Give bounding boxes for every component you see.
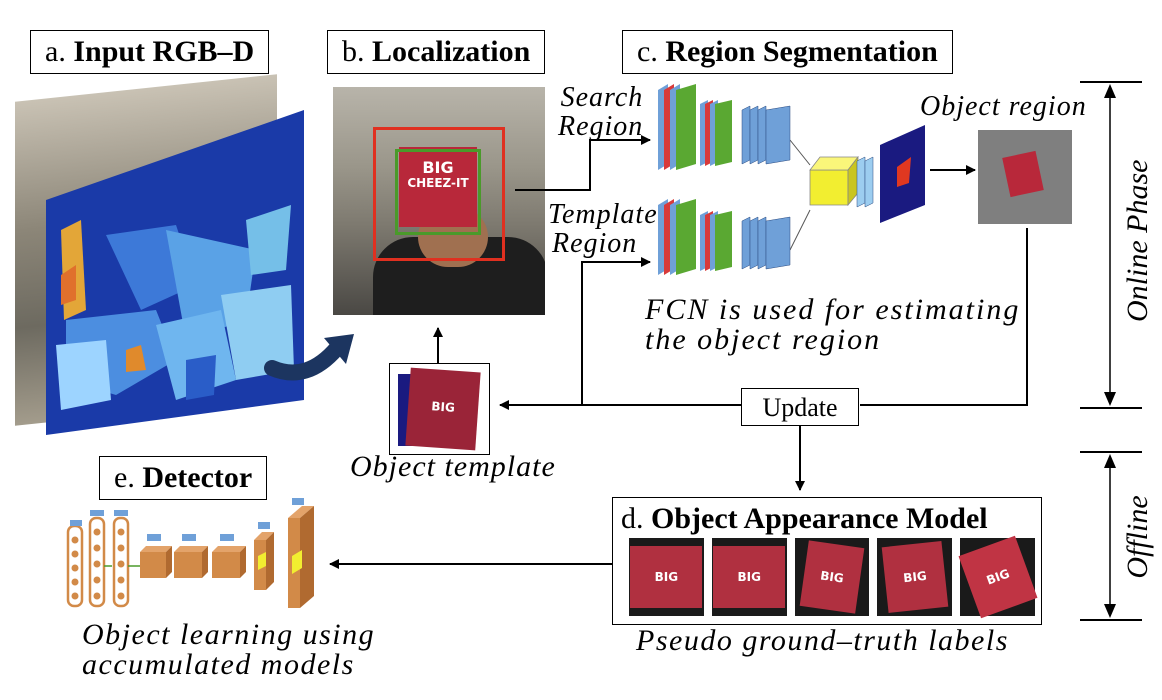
label-prefix: a. [45, 35, 66, 68]
localization-image: BIG CHEEZ-IT [333, 87, 545, 315]
fc-layer [88, 516, 106, 608]
label-prefix: c. [637, 35, 658, 68]
caption-line: accumulated models [82, 648, 355, 681]
label-title: Localization [372, 35, 531, 68]
caption-line: Region [552, 228, 638, 260]
online-phase-label: Online Phase [1121, 159, 1154, 322]
object-region-label: Object region [920, 91, 1087, 122]
fc-layer [66, 524, 84, 608]
template-region-label: Template Region [548, 200, 658, 259]
fcn-layer-group-1 [658, 84, 696, 170]
product-text: BIG [422, 158, 454, 177]
conv-block [288, 498, 314, 608]
search-bbox-red [373, 127, 505, 261]
detector-network [66, 498, 314, 608]
search-region-label: Search Region [558, 83, 643, 142]
fcn-caption: FCN is used for estimating the object re… [645, 295, 1020, 355]
product-text: BIG [654, 570, 679, 584]
label-object-appearance-model: d. Object Appearance Model [621, 502, 988, 536]
fcn-layer-group-3 [741, 216, 791, 270]
label-prefix: b. [342, 35, 365, 68]
fcn-layer-group-3 [741, 105, 791, 165]
label-prefix: d. [621, 502, 644, 535]
pseudo-label-sample: BIG [877, 538, 953, 616]
pseudo-label-sample: BIG [958, 535, 1038, 619]
caption-line: Region [558, 111, 644, 143]
cereal-box-image: BIG CHEEZ-IT [399, 147, 477, 227]
label-title: Input RGB–D [73, 35, 255, 68]
fcn-search-branch [658, 84, 791, 170]
label-detector: e. Detector [99, 456, 268, 500]
update-box: Update [741, 388, 859, 426]
product-text: BIG [902, 568, 928, 586]
object-learning-caption: Object learning using accumulated models [82, 620, 375, 680]
conv-block [212, 534, 246, 578]
conv-block [254, 522, 274, 590]
fcn-layer-group-2 [700, 100, 732, 166]
fc-layer [112, 516, 130, 608]
label-input-rgbd: a. Input RGB–D [30, 30, 270, 74]
caption-line: Object learning using [82, 618, 376, 651]
label-title: Region Segmentation [665, 35, 938, 68]
fcn-fusion-block [809, 125, 925, 223]
conv-block [140, 534, 172, 578]
product-text: BIG [819, 568, 845, 586]
appearance-model-panel: d. Object Appearance Model BIG BIG BIG B… [612, 497, 1042, 625]
pseudo-label-sample: BIG [794, 538, 870, 616]
object-template-box: BIG [389, 363, 490, 455]
target-bbox-green [395, 149, 481, 235]
caption-line: Search [560, 82, 644, 113]
product-text: BIG [430, 399, 456, 415]
product-text: CHEEZ-IT [407, 175, 469, 190]
fcn-layer-group-2 [700, 211, 732, 271]
appearance-samples: BIG BIG BIG BIG BIG [629, 535, 1038, 619]
label-localization: b. Localization [327, 30, 546, 74]
pseudo-label-sample: BIG [711, 538, 787, 616]
pseudo-label-sample: BIG [629, 538, 704, 616]
label-title: Detector [142, 461, 253, 494]
offline-phase-label: Offline [1121, 495, 1154, 579]
label-prefix: e. [114, 461, 135, 494]
product-text: BIG [737, 570, 761, 584]
label-region-segmentation: c. Region Segmentation [622, 30, 953, 74]
conv-block [174, 534, 208, 578]
fcn-template-branch [658, 199, 791, 275]
pseudo-labels-caption: Pseudo ground–truth labels [636, 624, 1009, 657]
fcn-layer-group-1 [658, 199, 696, 275]
template-thumbnail: BIG [405, 367, 481, 451]
curved-arrow-icon [264, 334, 354, 381]
depth-image-panel [46, 110, 304, 435]
object-region-image [978, 130, 1072, 224]
caption-line: Template [548, 199, 658, 230]
caption-line: FCN is used for estimating [645, 293, 1021, 326]
label-title: Object Appearance Model [651, 502, 988, 535]
object-template-label: Object template [350, 450, 556, 483]
product-text: BIG [984, 566, 1011, 588]
caption-line: the object region [645, 323, 882, 356]
